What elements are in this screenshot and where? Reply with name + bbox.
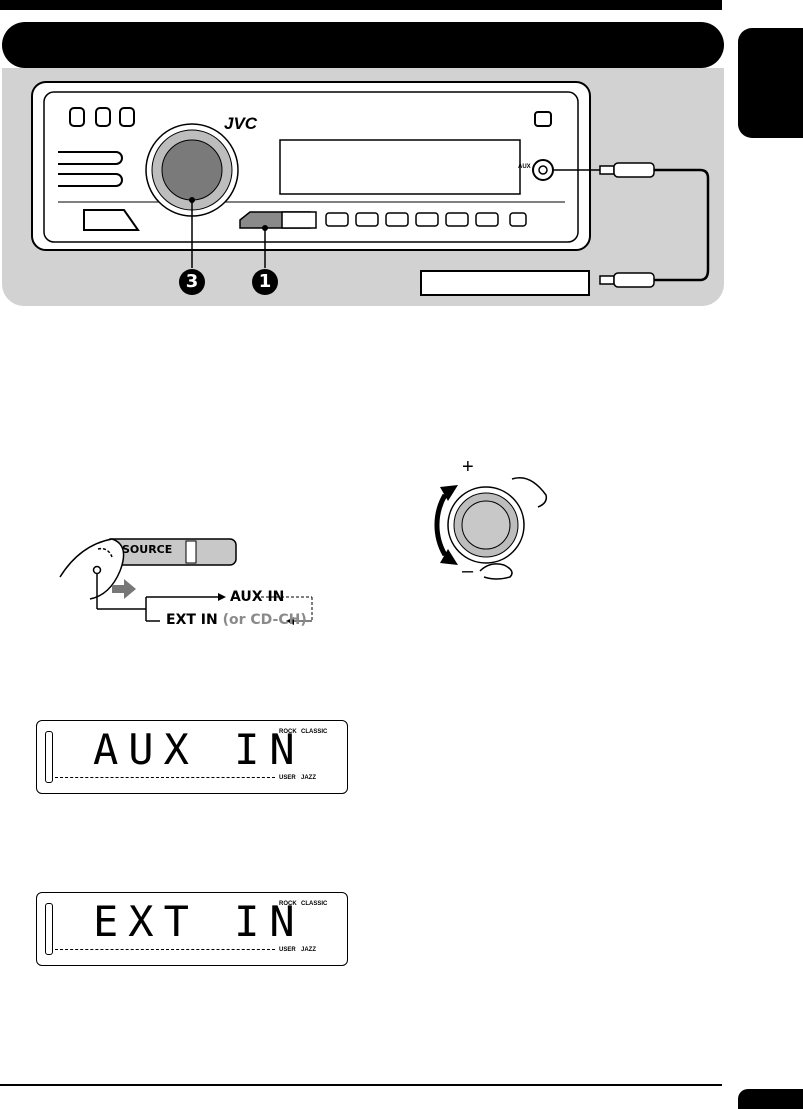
aux-plug: [613, 272, 655, 288]
footer-rule: [0, 1084, 722, 1086]
aux-plug: [613, 162, 655, 178]
preset-button: [119, 107, 135, 127]
eq-indicator: ROCK CLASSIC USER JAZZ: [279, 901, 328, 953]
dial-minus-label: –: [462, 560, 474, 582]
head-unit-illustration: [31, 81, 710, 288]
dial-plus-label: +: [462, 456, 474, 478]
lcd-display-ext: EXT IN ROCK CLASSIC USER JAZZ: [36, 892, 348, 966]
preset-button: [69, 107, 85, 127]
brand-logo: JVC: [224, 114, 258, 133]
callout-3: 3: [179, 269, 205, 295]
source-press-diagram: [59, 538, 313, 625]
eq-indicator: ROCK CLASSIC USER JAZZ: [279, 729, 328, 781]
callout-1: 1: [252, 269, 278, 295]
source-button-label: SOURCE: [253, 180, 279, 186]
preset-button: [95, 107, 111, 127]
dial-turn-diagram: [434, 477, 548, 580]
lcd-text: EXT IN: [93, 897, 305, 946]
section-header-bar: [2, 22, 724, 68]
source-diagram-button-label: SOURCE: [122, 543, 173, 556]
eject-button: [534, 111, 552, 127]
source-first-label: AUX IN: [230, 589, 285, 605]
page-number-tab: [738, 1089, 803, 1109]
aux-jack-label: AUX: [518, 164, 531, 170]
unit-display: [279, 139, 521, 195]
lcd-text: AUX IN: [93, 725, 305, 774]
source-second-label: EXT IN (or CD-CH): [166, 612, 307, 628]
external-device-box: [420, 270, 590, 296]
top-rule: [0, 0, 722, 10]
control-dial: [161, 139, 223, 201]
lcd-display-aux: AUX IN ROCK CLASSIC USER JAZZ: [36, 720, 348, 794]
language-tab: [738, 28, 803, 138]
